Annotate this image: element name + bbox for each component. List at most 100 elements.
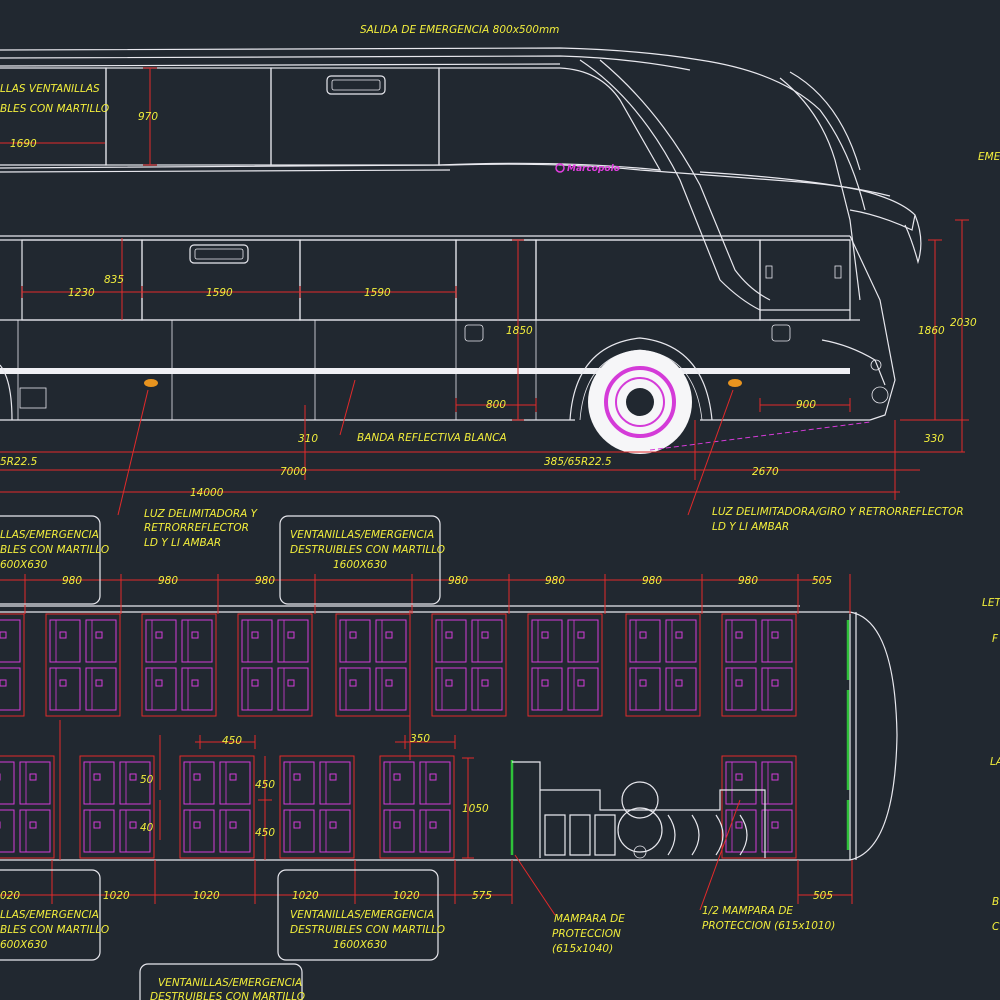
svg-text:LUZ DELIMITADORA Y: LUZ DELIMITADORA Y xyxy=(144,508,259,520)
upper-window-4 xyxy=(438,67,662,171)
svg-text:900: 900 xyxy=(796,399,816,411)
roof-hatch-2 xyxy=(189,244,249,264)
svg-text:LLAS VENTANILLAS: LLAS VENTANILLAS xyxy=(0,83,100,95)
svg-text:C: C xyxy=(992,921,1000,933)
svg-text:1590: 1590 xyxy=(364,287,391,299)
door-window xyxy=(759,239,851,321)
svg-text:50: 50 xyxy=(140,774,154,786)
svg-text:LD Y LI AMBAR: LD Y LI AMBAR xyxy=(144,537,221,549)
plan-notes: LLAS/EMERGENCIA BLES CON MARTILLO 600X63… xyxy=(0,515,445,1000)
svg-text:DESTRUIBLES CON MARTILLO: DESTRUIBLES CON MARTILLO xyxy=(150,991,305,1000)
svg-text:1020: 1020 xyxy=(292,890,319,902)
svg-text:LET: LET xyxy=(982,597,1000,609)
svg-text:575: 575 xyxy=(472,890,492,902)
svg-text:DESTRUIBLES CON MARTILLO: DESTRUIBLES CON MARTILLO xyxy=(290,544,445,556)
svg-text:MAMPARA DE: MAMPARA DE xyxy=(554,913,625,925)
side-lamp-right xyxy=(728,379,742,387)
svg-text:EMER: EMER xyxy=(978,151,1000,163)
plan-dimensions xyxy=(0,574,853,916)
svg-text:980: 980 xyxy=(255,575,275,587)
svg-text:PROTECCION (615x1010): PROTECCION (615x1010) xyxy=(702,920,835,932)
upper-window-2 xyxy=(105,67,272,166)
svg-text:505: 505 xyxy=(813,890,833,902)
svg-text:980: 980 xyxy=(448,575,468,587)
reflective-band-label: BANDA REFLECTIVA BLANCA xyxy=(357,432,507,444)
plan-view xyxy=(0,605,898,861)
svg-text:14000: 14000 xyxy=(190,487,224,499)
svg-text:1020: 1020 xyxy=(193,890,220,902)
brand-logo: Marcopolo xyxy=(567,164,620,174)
windscreen-a xyxy=(579,59,850,311)
roof-hatch-1 xyxy=(326,75,386,95)
side-labels: SALIDA DE EMERGENCIA 800x500mm LLAS VENT… xyxy=(0,24,1000,549)
svg-text:VENTANILLAS/EMERGENCIA: VENTANILLAS/EMERGENCIA xyxy=(290,529,434,541)
svg-text:PROTECCION: PROTECCION xyxy=(552,928,621,940)
svg-text:450: 450 xyxy=(255,827,275,839)
svg-text:RETRORREFLECTOR: RETRORREFLECTOR xyxy=(144,522,249,534)
note-box-1 xyxy=(0,515,101,605)
plan-outline xyxy=(0,611,898,861)
svg-text:600X630: 600X630 xyxy=(0,939,48,951)
mirror-arm xyxy=(699,171,916,231)
svg-text:1590: 1590 xyxy=(206,287,233,299)
note-box-5 xyxy=(139,963,303,1000)
seat-row-top xyxy=(0,613,797,717)
svg-text:1050: 1050 xyxy=(462,803,489,815)
note-box-4 xyxy=(277,869,439,961)
lower-window-2 xyxy=(141,239,301,321)
svg-text:980: 980 xyxy=(642,575,662,587)
svg-text:1860: 1860 xyxy=(918,325,945,337)
svg-text:980: 980 xyxy=(158,575,178,587)
svg-text:980: 980 xyxy=(738,575,758,587)
svg-text:LD Y LI AMBAR: LD Y LI AMBAR xyxy=(712,521,789,533)
lower-window-4 xyxy=(455,239,537,321)
svg-text:LLAS/EMERGENCIA: LLAS/EMERGENCIA xyxy=(0,529,99,541)
svg-text:600X630: 600X630 xyxy=(0,559,48,571)
svg-text:VENTANILLAS/EMERGENCIA: VENTANILLAS/EMERGENCIA xyxy=(158,977,302,989)
galley-area xyxy=(512,761,766,859)
svg-text:020: 020 xyxy=(0,890,20,902)
side-view: Marcopolo xyxy=(0,47,922,454)
svg-text:505: 505 xyxy=(812,575,832,587)
svg-text:385/65R22.5: 385/65R22.5 xyxy=(544,456,612,468)
roof-line xyxy=(0,47,866,211)
lower-window-5 xyxy=(535,239,761,321)
lower-window-3 xyxy=(299,239,457,321)
svg-text:330: 330 xyxy=(924,433,944,445)
svg-text:1600X630: 1600X630 xyxy=(333,559,387,571)
svg-text:BLES CON MARTILLO: BLES CON MARTILLO xyxy=(0,544,109,556)
svg-text:980: 980 xyxy=(545,575,565,587)
svg-text:B: B xyxy=(992,896,999,908)
svg-text:F: F xyxy=(992,633,999,645)
note-box-2 xyxy=(279,515,441,605)
side-lamp-left xyxy=(144,379,158,387)
svg-text:BLES CON MARTILLO: BLES CON MARTILLO xyxy=(0,924,109,936)
wheel-arch xyxy=(569,337,713,421)
svg-text:1/2 MAMPARA DE: 1/2 MAMPARA DE xyxy=(702,905,793,917)
svg-text:LUZ DELIMITADORA/GIRO Y RETROR: LUZ DELIMITADORA/GIRO Y RETRORREFLECTOR xyxy=(712,506,964,518)
svg-text:310: 310 xyxy=(298,433,318,445)
svg-text:450: 450 xyxy=(255,779,275,791)
svg-text:2670: 2670 xyxy=(752,466,779,478)
svg-text:1230: 1230 xyxy=(68,287,95,299)
svg-text:LA: LA xyxy=(990,756,1000,768)
svg-text:1690: 1690 xyxy=(10,138,37,150)
svg-text:350: 350 xyxy=(410,733,430,745)
svg-text:835: 835 xyxy=(104,274,124,286)
svg-text:5R22.5: 5R22.5 xyxy=(0,456,38,468)
svg-text:7000: 7000 xyxy=(280,466,307,478)
svg-text:1020: 1020 xyxy=(393,890,420,902)
svg-text:DESTRUIBLES CON MARTILLO: DESTRUIBLES CON MARTILLO xyxy=(290,924,445,936)
svg-text:1600X630: 1600X630 xyxy=(333,939,387,951)
side-dimensions xyxy=(0,67,969,516)
svg-text:(615x1040): (615x1040) xyxy=(552,943,613,955)
svg-text:BLES CON MARTILLO: BLES CON MARTILLO xyxy=(0,103,109,115)
svg-text:1850: 1850 xyxy=(506,325,533,337)
svg-text:40: 40 xyxy=(140,822,154,834)
svg-text:450: 450 xyxy=(222,735,242,747)
svg-text:980: 980 xyxy=(62,575,82,587)
svg-text:VENTANILLAS/EMERGENCIA: VENTANILLAS/EMERGENCIA xyxy=(290,909,434,921)
svg-text:800: 800 xyxy=(486,399,506,411)
top-note: SALIDA DE EMERGENCIA 800x500mm xyxy=(360,24,559,36)
